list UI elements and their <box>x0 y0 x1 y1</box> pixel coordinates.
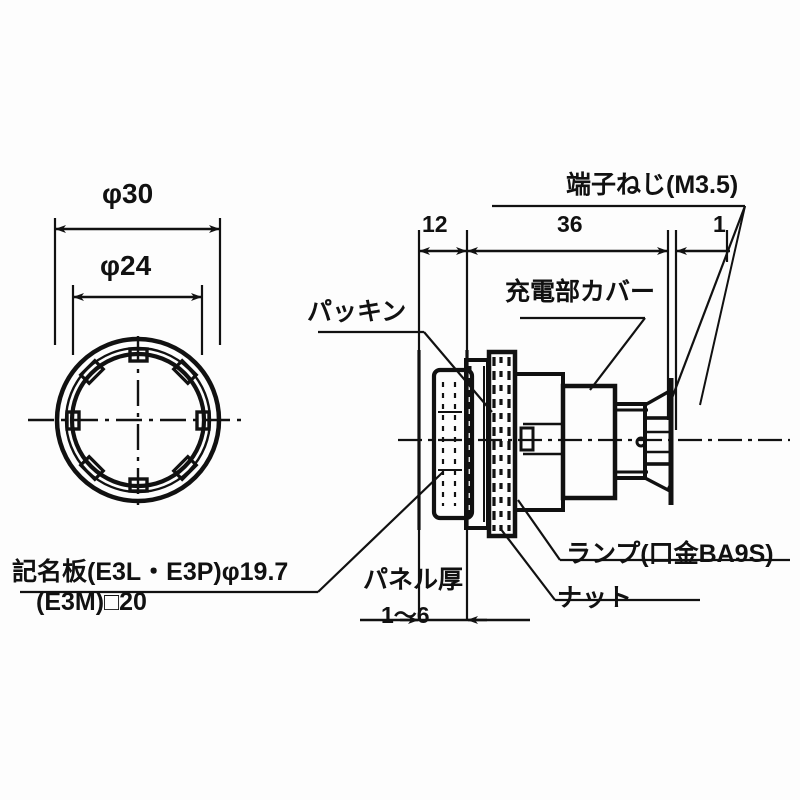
dimension-1-label: 1 <box>713 211 726 237</box>
nameplate-label-line2: (E3M)□20 <box>36 588 147 616</box>
leader-nameplate-tail <box>317 471 444 593</box>
front-view-group <box>28 218 248 505</box>
lamp-label: ランプ(口金BA9S) <box>566 540 774 568</box>
button-head-hatch <box>441 382 457 506</box>
live-part-cover-label: 充電部カバー <box>505 278 656 306</box>
lamp-contact-pin <box>635 436 647 448</box>
body-main <box>560 383 618 501</box>
phi30-label: φ30 <box>102 178 154 209</box>
phi30-dimension <box>53 218 222 345</box>
nameplate-label-line1: 記名板(E3L・E3P)φ19.7 <box>12 558 289 586</box>
packing-scallops <box>468 366 485 522</box>
switch-body <box>513 372 647 512</box>
terminal-screw-lower <box>644 476 674 493</box>
leader-live-part-cover-tail <box>589 317 646 391</box>
panel-thickness-range: 1～6 <box>381 602 430 628</box>
ring-tab-upper-left <box>78 358 106 386</box>
leader-nut-tail <box>499 527 556 601</box>
plunger-stub <box>519 426 535 452</box>
phi24-dimension <box>71 285 204 355</box>
dimension-12-label: 12 <box>422 211 448 237</box>
ring-tab-lower-right <box>171 454 199 482</box>
terminal-block <box>615 378 674 505</box>
leader-terminal-screw-tail2 <box>699 205 746 406</box>
panel-thickness-label: パネル厚 <box>363 566 464 594</box>
leader-packing-tail <box>423 331 493 413</box>
knurl-ribs <box>492 357 511 531</box>
ring-tab-lower-left <box>78 454 106 482</box>
leader-terminal-screw-tail <box>670 205 747 399</box>
nut-label: ナット <box>557 584 633 612</box>
terminal-screw-upper <box>644 389 674 407</box>
terminal-screw-label: 端子ねじ(M3.5) <box>566 171 739 199</box>
phi24-label: φ24 <box>100 250 152 281</box>
leader-lamp-tail <box>517 499 561 561</box>
dimension-36-label: 36 <box>557 211 583 237</box>
button-head <box>431 367 475 521</box>
length-dimension-chain <box>417 204 747 620</box>
knurled-nut <box>486 349 518 539</box>
ring-tab-upper-right <box>171 358 199 386</box>
packing-label: パッキン <box>307 298 407 326</box>
side-view-group <box>20 204 790 624</box>
button-head-body <box>431 367 475 521</box>
